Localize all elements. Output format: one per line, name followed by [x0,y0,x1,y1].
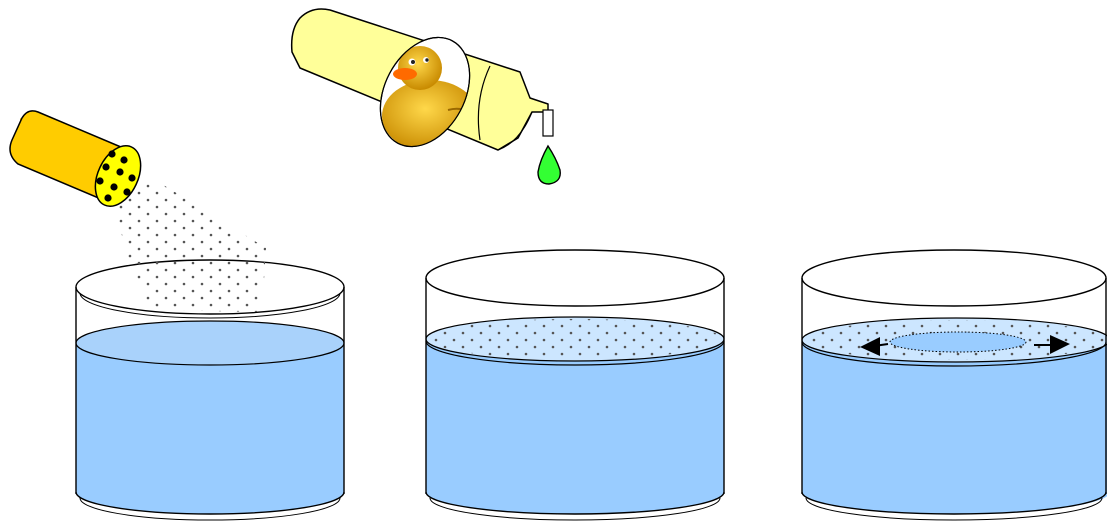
beaker-3-clear-zone [889,331,1027,353]
beaker-1-water-side [76,343,344,514]
pepper-shaker-icon [9,110,142,207]
shaker-holes [96,150,136,202]
bottle-nozzle [542,109,554,137]
soap-drop-icon [537,144,561,185]
arrow-left-icon [860,337,889,356]
soap-bottle-icon [290,8,554,152]
beaker-3 [801,249,1107,521]
beaker-3-water-side [802,340,1107,514]
beaker-3-rim [801,249,1107,307]
beaker-2-water-side [426,339,724,514]
beaker-2-rim [425,249,725,307]
beaker-2 [425,249,725,521]
falling-powder [112,178,266,312]
beaker-2-powder-layer [428,319,722,359]
arrow-right-icon [1034,335,1070,354]
beaker-1-water-surface [75,320,345,366]
